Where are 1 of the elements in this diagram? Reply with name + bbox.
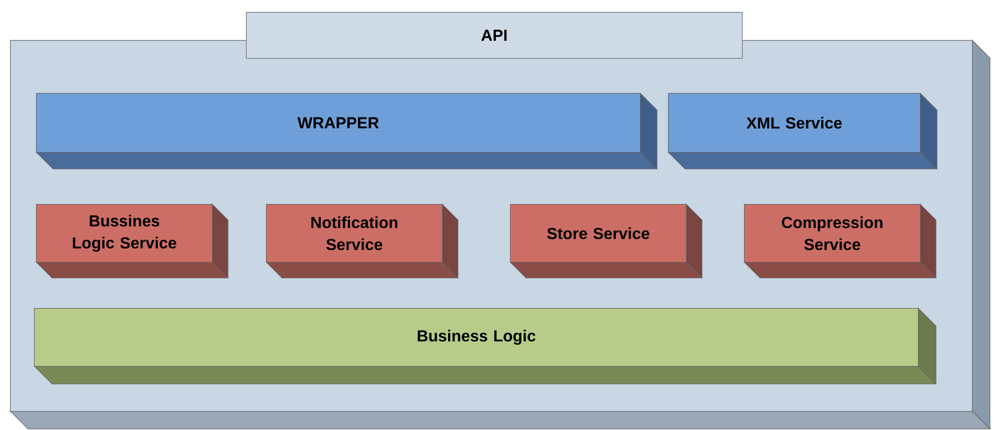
api-box: API	[246, 12, 743, 59]
